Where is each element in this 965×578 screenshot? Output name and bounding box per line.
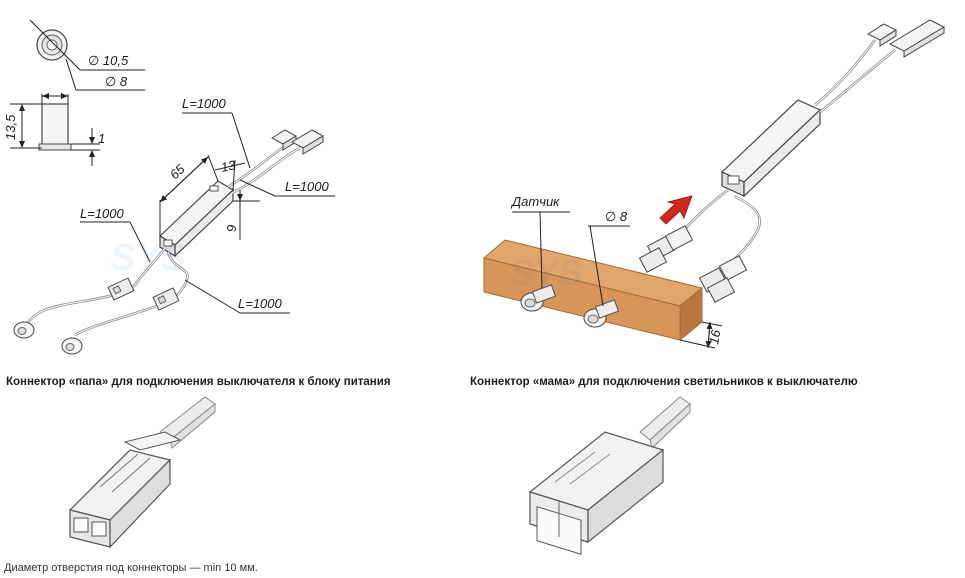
dim-diam-inner: ∅ 8 bbox=[105, 74, 128, 89]
wood-board bbox=[482, 239, 704, 342]
cable-end-sensors bbox=[13, 321, 83, 355]
male-connector-svg bbox=[68, 396, 216, 549]
output-connectors bbox=[271, 129, 325, 155]
dim-lip: 1 bbox=[98, 131, 105, 146]
body-dimensions bbox=[159, 154, 260, 240]
label-sensor: Датчик bbox=[510, 194, 560, 209]
sensor-dimension-drawing: ∅ 10,5 ∅ 8 13,5 1 bbox=[0, 0, 400, 370]
sensor-top-view bbox=[29, 19, 145, 91]
cable-length-leaders bbox=[80, 112, 335, 314]
dim-body-height: 9 bbox=[224, 225, 239, 232]
female-connector-caption: Коннектор «мама» для подключения светиль… bbox=[470, 376, 858, 388]
watermark-right: SYS bbox=[510, 252, 582, 293]
female-connector-svg bbox=[528, 396, 691, 555]
power-unit-body bbox=[720, 99, 822, 198]
male-connector-caption: Коннектор «папа» для подключения выключа… bbox=[6, 376, 391, 388]
dim-height: 13,5 bbox=[3, 114, 18, 140]
dim-branch-cable: L=1000 bbox=[238, 296, 283, 311]
female-connector-detail bbox=[515, 392, 715, 557]
installation-drawing: Датчик ∅ 8 16 bbox=[470, 0, 965, 370]
hole-diameter-note: Диаметр отверстия под коннекторы — min 1… bbox=[4, 562, 258, 574]
male-connector-detail bbox=[40, 392, 240, 557]
dim-diam-outer: ∅ 10,5 bbox=[88, 53, 129, 68]
dim-left-cable: L=1000 bbox=[80, 206, 125, 221]
dim-hole-diam: ∅ 8 bbox=[605, 209, 628, 224]
dim-body-width: 13 bbox=[220, 157, 238, 175]
connector-pair-upper bbox=[638, 225, 694, 273]
watermark-left: SYS bbox=[110, 237, 186, 279]
dim-output-cable: L=1000 bbox=[285, 179, 330, 194]
inline-connectors-left bbox=[107, 277, 180, 311]
sensor-dimension-svg: ∅ 10,5 ∅ 8 13,5 1 bbox=[3, 19, 335, 355]
connector-pair-lower bbox=[698, 255, 748, 303]
top-connectors bbox=[866, 19, 946, 58]
dim-board-thickness: 16 bbox=[706, 328, 723, 346]
dim-main-cable: L=1000 bbox=[182, 96, 227, 111]
sensor-side-view bbox=[10, 93, 100, 166]
board-sensors bbox=[520, 284, 620, 328]
direction-arrow bbox=[659, 195, 693, 225]
install-leaders bbox=[512, 211, 723, 349]
installation-svg: Датчик ∅ 8 16 bbox=[482, 19, 946, 349]
